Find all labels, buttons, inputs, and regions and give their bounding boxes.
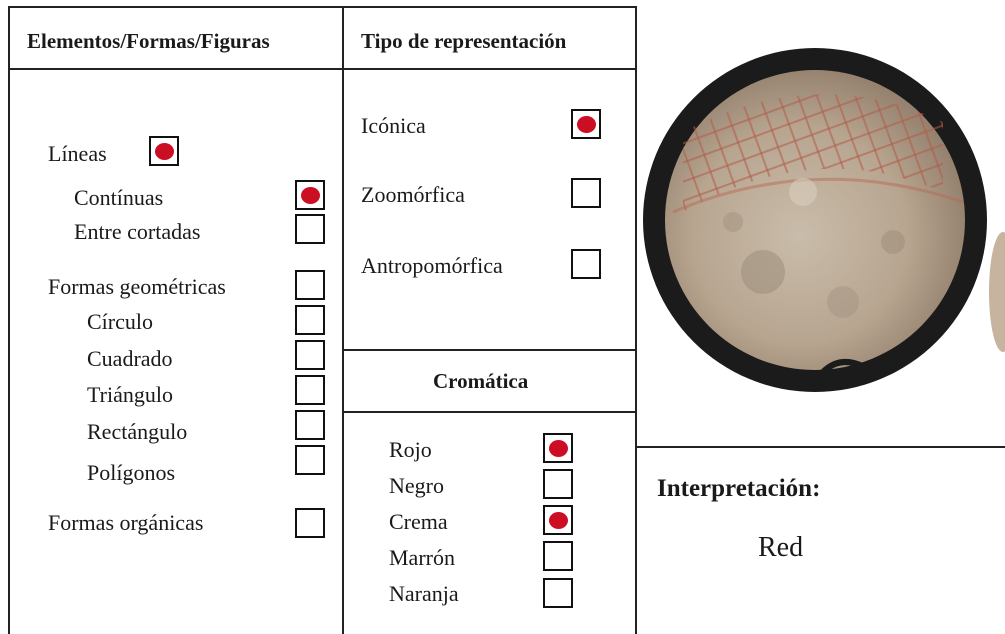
table-left-border [8, 6, 10, 634]
item-formas-geometricas-label: Formas geométricas [48, 274, 226, 299]
item-naranja-checkbox[interactable] [543, 578, 573, 608]
item-cuadrado-checkbox[interactable] [295, 340, 325, 370]
chromatic-header: Cromática [433, 369, 529, 393]
column-divider-2 [635, 6, 637, 634]
selected-mark-icon [301, 187, 320, 204]
item-continuas-label: Contínuas [74, 185, 164, 210]
selected-mark-icon [549, 440, 568, 457]
item-naranja-label: Naranja [389, 581, 459, 606]
item-continuas-checkbox[interactable] [295, 180, 325, 210]
header-bottom-border [8, 68, 636, 70]
pottery-bowl-image [643, 42, 1005, 400]
item-crema-label: Crema [389, 509, 448, 534]
chromatic-top-border [343, 349, 636, 351]
item-marron-label: Marrón [389, 545, 455, 570]
item-cuadrado-label: Cuadrado [87, 346, 173, 371]
item-formas-organicas-checkbox[interactable] [295, 508, 325, 538]
item-formas-geometricas-checkbox[interactable] [295, 270, 325, 300]
selected-mark-icon [577, 116, 596, 133]
item-entre-cortadas-checkbox[interactable] [295, 214, 325, 244]
item-lineas-label: Líneas [48, 141, 107, 166]
item-marron-checkbox[interactable] [543, 541, 573, 571]
item-triangulo-label: Triángulo [87, 382, 173, 407]
item-triangulo-checkbox[interactable] [295, 375, 325, 405]
item-poligonos-checkbox[interactable] [295, 445, 325, 475]
item-zoomorfica-label: Zoomórfica [361, 182, 465, 207]
item-entre-cortadas-label: Entre cortadas [74, 219, 201, 244]
selected-mark-icon [155, 143, 174, 160]
item-rectangulo-checkbox[interactable] [295, 410, 325, 440]
item-iconica-label: Icónica [361, 113, 426, 138]
item-rectangulo-label: Rectángulo [87, 419, 188, 444]
item-circulo-label: Círculo [87, 309, 153, 334]
item-zoomorfica-checkbox[interactable] [571, 178, 601, 208]
interpretation-value: Red [758, 532, 804, 563]
column1-header: Elementos/Formas/Figuras [27, 29, 270, 53]
item-crema-checkbox[interactable] [543, 505, 573, 535]
item-rojo-checkbox[interactable] [543, 433, 573, 463]
selected-mark-icon [549, 512, 568, 529]
item-lineas-checkbox[interactable] [149, 136, 179, 166]
item-rojo-label: Rojo [389, 437, 432, 462]
item-negro-checkbox[interactable] [543, 469, 573, 499]
pottery-bowl-photo [643, 42, 1005, 400]
item-antropomorfica-label: Antropomórfica [361, 253, 503, 278]
item-formas-organicas-label: Formas orgánicas [48, 510, 204, 535]
interpretation-top-border [635, 446, 1005, 448]
interpretation-title: Interpretación: [657, 475, 821, 502]
item-antropomorfica-checkbox[interactable] [571, 249, 601, 279]
item-poligonos-label: Polígonos [87, 460, 176, 485]
chromatic-header-bottom-border [343, 411, 636, 413]
item-iconica-checkbox[interactable] [571, 109, 601, 139]
column2-header: Tipo de representación [361, 29, 567, 53]
column-divider-1 [342, 6, 344, 634]
table-top-border [8, 6, 636, 8]
item-negro-label: Negro [389, 473, 444, 498]
item-circulo-checkbox[interactable] [295, 305, 325, 335]
